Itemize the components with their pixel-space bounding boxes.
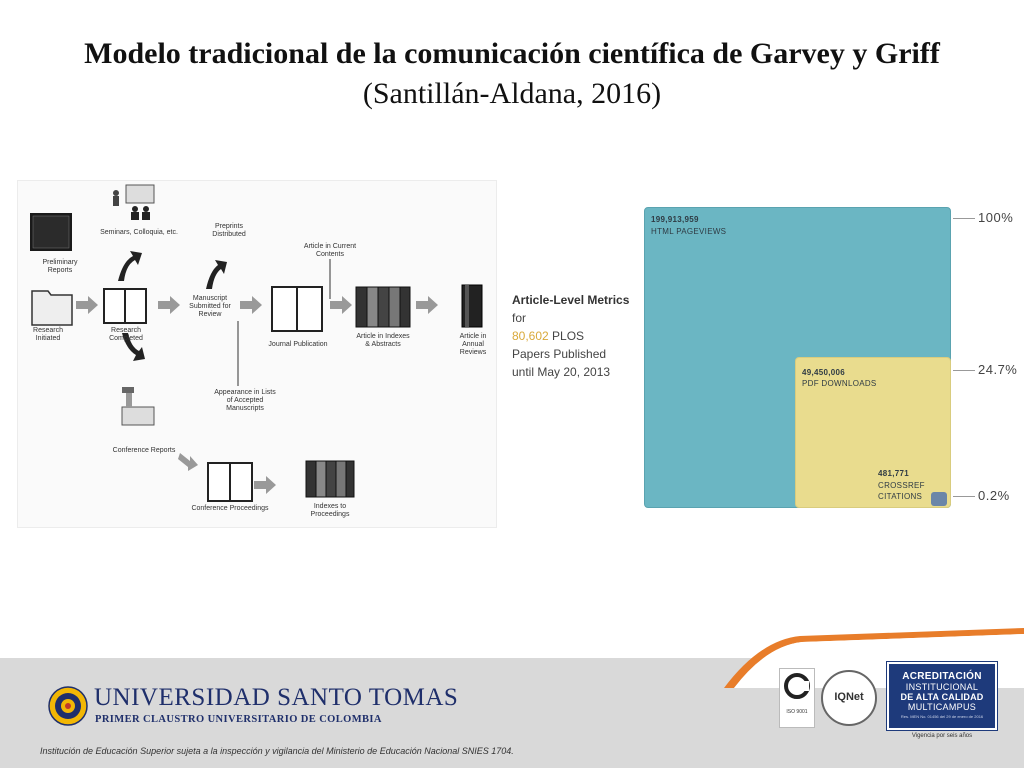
right-arrow bbox=[330, 296, 352, 314]
article-level-metrics-graphic: Article-Level Metrics for 80,602 PLOS Pa… bbox=[505, 196, 1020, 526]
metrics-caption-date: until May 20, 2013 bbox=[512, 365, 611, 379]
label-conference-reports: Conference Reports bbox=[112, 447, 176, 454]
iso-certification-badge: ISO 9001 bbox=[779, 668, 815, 728]
blackboard-icon bbox=[30, 213, 72, 251]
pdf-downloads-box bbox=[795, 357, 951, 508]
accreditation-line1: ACREDITACIÓN bbox=[902, 671, 982, 682]
iqnet-certification-badge: IQNet bbox=[821, 670, 877, 726]
label-research-completed: Research Completed bbox=[109, 327, 143, 342]
crossref-label-line1: CROSSREF bbox=[878, 481, 925, 490]
label-conference-proceedings: Conference Proceedings bbox=[191, 505, 269, 512]
accreditation-line4: MULTICAMPUS bbox=[907, 702, 977, 712]
accreditation-validity: Vigencia por seis años bbox=[911, 733, 973, 739]
label-indexes-proceedings: Indexes to Proceedings bbox=[310, 503, 350, 518]
icontec-logo-icon bbox=[784, 673, 810, 699]
curved-down-arrow bbox=[122, 333, 145, 361]
percent-tick bbox=[953, 496, 975, 497]
folder-icon bbox=[31, 290, 73, 326]
label-preprints: Preprints Distributed bbox=[212, 223, 246, 238]
proceedings-book-icon bbox=[207, 462, 253, 502]
right-arrow bbox=[76, 296, 98, 314]
metrics-caption-title: Article-Level Metrics bbox=[512, 293, 630, 307]
label-journal-publication: Journal Publication bbox=[268, 341, 328, 348]
metrics-paper-count: 80,602 bbox=[512, 329, 549, 343]
metrics-count-suffix: PLOS bbox=[548, 329, 585, 343]
percent-pdf: 24.7% bbox=[978, 362, 1018, 377]
accreditation-line3: DE ALTA CALIDAD bbox=[900, 692, 984, 702]
label-article-current-contents: Article in Current Contents bbox=[303, 243, 357, 258]
accreditation-line2: INSTITUCIONAL bbox=[905, 682, 979, 692]
label-manuscript: Manuscript Submitted for Review bbox=[189, 295, 231, 318]
right-arrow bbox=[178, 453, 198, 471]
crossref-citations-box bbox=[931, 492, 947, 506]
university-seal-icon bbox=[48, 686, 88, 726]
university-subtitle: PRIMER CLAUSTRO UNIVERSITARIO DE COLOMBI… bbox=[95, 714, 382, 725]
right-arrow bbox=[416, 296, 438, 314]
volumes-icon bbox=[355, 286, 411, 328]
journal-book-icon bbox=[271, 286, 323, 332]
university-name: UNIVERSIDAD SANTO TOMAS bbox=[94, 684, 459, 711]
metrics-caption-count-line: 80,602 PLOS bbox=[512, 327, 647, 345]
label-article-annual-reviews: Article in Annual Reviews bbox=[459, 333, 487, 356]
projector-icon bbox=[121, 387, 155, 426]
iso-label: ISO 9001 bbox=[786, 709, 808, 715]
right-arrow bbox=[158, 296, 180, 314]
curved-up-arrow bbox=[118, 251, 142, 281]
html-pageviews-value: 199,913,959 bbox=[651, 215, 699, 224]
iqnet-label: IQNet bbox=[834, 691, 864, 703]
percent-tick bbox=[953, 370, 975, 371]
metrics-caption-for: for bbox=[512, 311, 527, 325]
accreditation-resolution: Res. MEN No. 01456 del 29 de enero de 20… bbox=[900, 714, 984, 719]
slide-title: Modelo tradicional de la comunicación ci… bbox=[40, 34, 984, 114]
title-main: Modelo tradicional de la comunicación ci… bbox=[84, 37, 940, 70]
curved-up-arrow bbox=[206, 260, 227, 289]
label-seminars: Seminars, Colloquia, etc. bbox=[100, 229, 178, 236]
proceedings-volumes-icon bbox=[305, 460, 355, 498]
pdf-downloads-label: PDF DOWNLOADS bbox=[802, 379, 877, 388]
percent-html: 100% bbox=[978, 210, 1014, 225]
accreditation-badge: ACREDITACIÓN INSTITUCIONAL DE ALTA CALID… bbox=[886, 661, 998, 731]
metrics-caption-papers: Papers Published bbox=[512, 347, 607, 361]
percent-tick bbox=[953, 218, 975, 219]
open-book-icon bbox=[103, 288, 147, 324]
metrics-caption: Article-Level Metrics for 80,602 PLOS Pa… bbox=[512, 291, 647, 381]
right-arrow bbox=[254, 476, 276, 494]
communication-flow-diagram: Preliminary Reports Seminars, Colloquia,… bbox=[17, 180, 497, 528]
annual-review-book-icon bbox=[461, 284, 483, 328]
html-pageviews-label: HTML PAGEVIEWS bbox=[651, 227, 727, 236]
label-preliminary-reports: Preliminary Reports bbox=[42, 259, 78, 274]
percent-crossref: 0.2% bbox=[978, 488, 1010, 503]
pdf-downloads-value: 49,450,006 bbox=[802, 368, 846, 377]
label-article-indexes: Article in Indexes & Abstracts bbox=[356, 333, 410, 348]
crossref-label-line2: CITATIONS bbox=[878, 492, 923, 501]
right-arrow bbox=[240, 296, 262, 314]
institution-note: Institución de Educación Superior sujeta… bbox=[40, 746, 514, 756]
seminar-icon bbox=[113, 184, 155, 220]
flow-diagram-graphics bbox=[30, 184, 483, 502]
crossref-value: 481,771 bbox=[878, 469, 910, 478]
label-research-initiated: Research Initiated bbox=[33, 327, 63, 342]
title-citation: (Santillán-Aldana, 2016) bbox=[362, 77, 662, 110]
label-appearance-lists: Appearance in Lists of Accepted Manuscri… bbox=[214, 389, 276, 412]
